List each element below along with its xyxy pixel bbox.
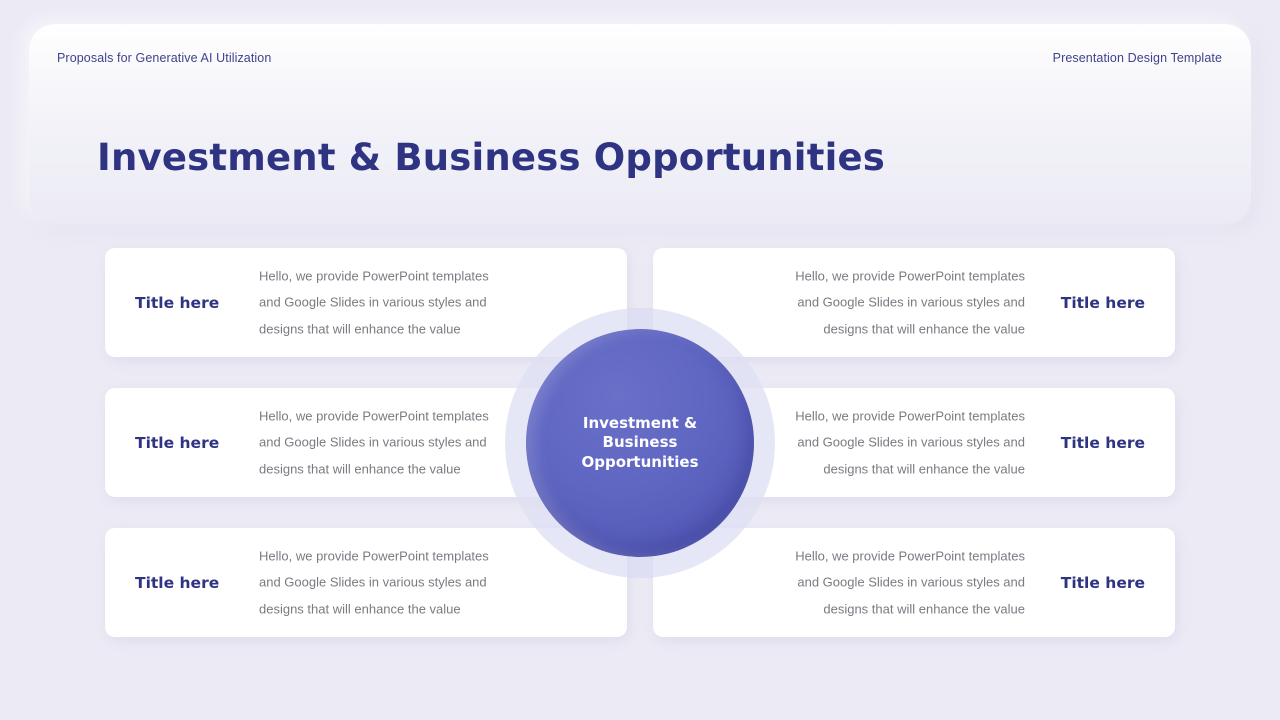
card-description: Hello, we provide PowerPoint templates a… bbox=[795, 543, 1025, 623]
card-description: Hello, we provide PowerPoint templates a… bbox=[795, 263, 1025, 343]
card-line: Hello, we provide PowerPoint templates bbox=[795, 267, 1025, 283]
card-left-1: Title here Hello, we provide PowerPoint … bbox=[105, 248, 627, 357]
card-line: Hello, we provide PowerPoint templates bbox=[259, 407, 489, 423]
card-right-1: Hello, we provide PowerPoint templates a… bbox=[653, 248, 1175, 357]
card-line: designs that will enhance the value bbox=[823, 460, 1025, 476]
page-title: Investment & Business Opportunities bbox=[97, 136, 885, 179]
card-line: designs that will enhance the value bbox=[823, 600, 1025, 616]
card-description: Hello, we provide PowerPoint templates a… bbox=[259, 403, 489, 483]
card-line: designs that will enhance the value bbox=[259, 600, 461, 616]
card-line: and Google Slides in various styles and bbox=[259, 294, 487, 310]
card-left-3: Title here Hello, we provide PowerPoint … bbox=[105, 528, 627, 637]
hub-circle: Investment & Business Opportunities bbox=[526, 329, 754, 557]
card-title: Title here bbox=[135, 433, 220, 452]
card-title: Title here bbox=[135, 293, 220, 312]
hub-label: Investment & Business Opportunities bbox=[581, 413, 699, 471]
card-title: Title here bbox=[1060, 433, 1145, 452]
card-description: Hello, we provide PowerPoint templates a… bbox=[259, 543, 489, 623]
card-title: Title here bbox=[1060, 293, 1145, 312]
card-line: and Google Slides in various styles and bbox=[259, 574, 487, 590]
card-line: Hello, we provide PowerPoint templates bbox=[259, 267, 489, 283]
card-line: designs that will enhance the value bbox=[259, 460, 461, 476]
card-line: and Google Slides in various styles and bbox=[797, 434, 1025, 450]
card-line: designs that will enhance the value bbox=[823, 320, 1025, 336]
card-description: Hello, we provide PowerPoint templates a… bbox=[259, 263, 489, 343]
card-line: and Google Slides in various styles and bbox=[259, 434, 487, 450]
card-right-3: Hello, we provide PowerPoint templates a… bbox=[653, 528, 1175, 637]
card-description: Hello, we provide PowerPoint templates a… bbox=[795, 403, 1025, 483]
header-subtitle-left: Proposals for Generative AI Utilization bbox=[57, 51, 272, 65]
header-subtitle-right: Presentation Design Template bbox=[1052, 51, 1222, 65]
card-line: and Google Slides in various styles and bbox=[797, 294, 1025, 310]
card-line: Hello, we provide PowerPoint templates bbox=[259, 547, 489, 563]
card-title: Title here bbox=[135, 573, 220, 592]
card-line: and Google Slides in various styles and bbox=[797, 574, 1025, 590]
card-line: Hello, we provide PowerPoint templates bbox=[795, 407, 1025, 423]
card-title: Title here bbox=[1060, 573, 1145, 592]
card-line: Hello, we provide PowerPoint templates bbox=[795, 547, 1025, 563]
header-panel bbox=[29, 24, 1251, 224]
card-line: designs that will enhance the value bbox=[259, 320, 461, 336]
